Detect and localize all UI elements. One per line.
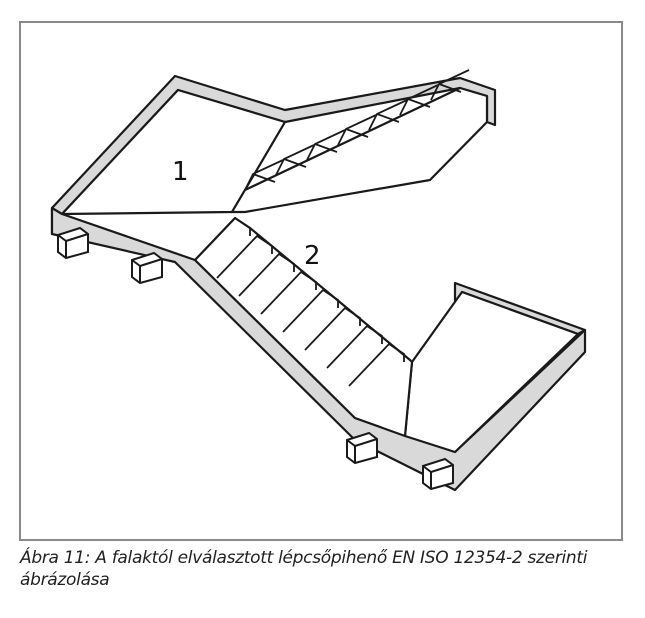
step-line [216,234,273,279]
bearing-pad [346,431,378,465]
figure-caption: Ábra 11: A falaktól elválasztott lépcsőp… [20,548,588,590]
bearing-pad [131,251,163,285]
step-line [244,159,284,191]
step-line [275,144,315,176]
flight-1 [230,86,489,214]
step-line [282,288,339,333]
step-line [306,129,346,161]
step-line [238,252,295,297]
label-flight: 2 [304,241,321,271]
bearing-pad [422,457,454,491]
step-line [337,114,377,146]
step-line [430,69,470,101]
staircase-diagram: 1 2 [50,69,587,492]
step-line [194,216,251,261]
step-line [368,99,408,131]
bearing-pad [57,226,89,260]
right-landing-floor [403,290,580,454]
upper-landing-floor [60,88,287,216]
step-line [348,342,405,387]
label-landing: 1 [172,157,189,187]
step-line [260,270,317,315]
step-line [326,324,383,369]
step-line [304,306,361,351]
step-line [399,84,439,116]
